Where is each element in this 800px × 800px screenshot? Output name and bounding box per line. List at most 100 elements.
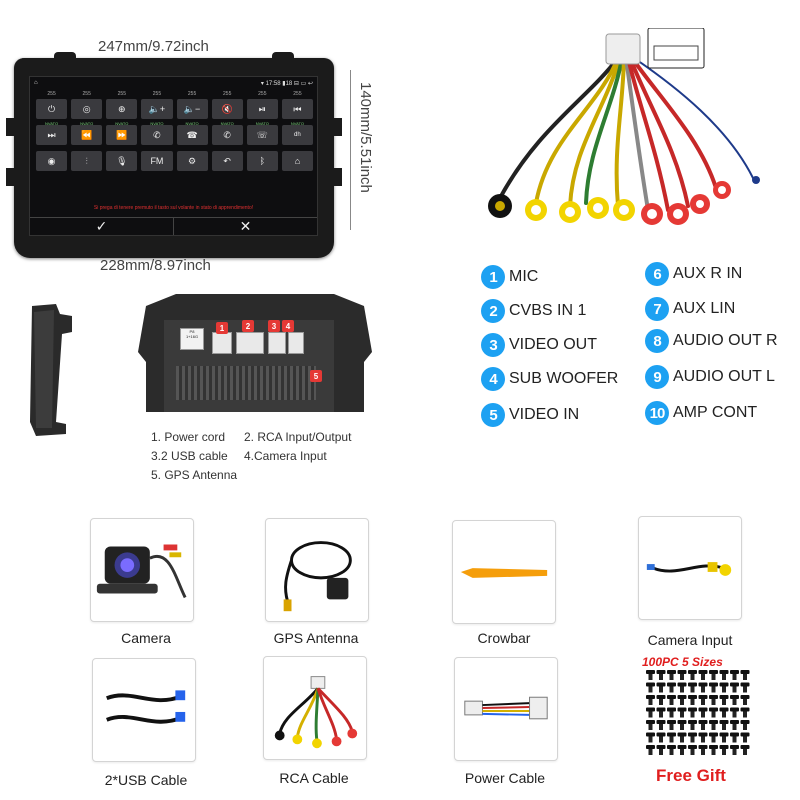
head-unit-screen: ⌂ ▾ 17:58 ▮18 ⊟ ▭ ↩ 255 255 255 255 255 … [29,76,318,236]
equalizer-icon[interactable]: ⫶ [71,151,103,171]
clip-icon [688,732,697,743]
status-time: 17:58 [265,80,281,87]
mount-tab-right-top [330,118,342,136]
row-label: NVATO [45,121,59,126]
callout-label: SUB WOOFER [509,370,619,387]
voice-icon[interactable]: ᵈʰ [281,125,313,145]
clip-icon [719,720,729,730]
callout-number: 7 [645,297,669,321]
clip-icon [667,732,676,743]
next-icon[interactable]: ⏭ [36,125,68,145]
status-battery: 18 [285,80,293,87]
button-number: 255 [187,91,197,97]
callout-video-in: 5 VIDEO IN [481,403,579,427]
call-end-icon[interactable]: ☏ [246,125,278,145]
callout-number: 3 [481,333,505,357]
callout-number: 2 [481,299,505,323]
status-bar: ⌂ ▾ 17:58 ▮18 ⊟ ▭ ↩ [34,80,313,87]
camera-input-cable-icon [646,562,732,576]
fm-button[interactable]: FM [141,151,173,171]
clip-icon [709,720,718,730]
clip-icon [688,745,697,755]
close-icon[interactable]: ✕ [174,217,317,235]
clip-icon [646,720,655,730]
clip-icon [677,670,687,680]
callout-label: VIDEO IN [509,406,580,423]
home-icon[interactable]: ⌂ [281,151,313,171]
card-power [454,657,558,761]
rewind-icon[interactable]: ⏪ [71,125,103,145]
dimension-width-bottom: 228mm/8.97inch [100,257,211,274]
check-icon[interactable]: ✓ [30,217,174,235]
clip-icon [656,745,666,755]
clip-icon [688,670,697,680]
usb-cable-icon [106,690,186,724]
back-icon[interactable]: ↶ [211,151,243,171]
card-crowbar [452,520,556,624]
row-label: NVATO [220,121,234,126]
forward-icon[interactable]: ⏩ [106,125,138,145]
home-status-icon: ⌂ [34,80,38,86]
play-pause-icon[interactable]: ⏯ [246,99,278,119]
caption-usb: 2*USB Cable [104,772,188,788]
mount-tab-right-bottom [330,168,342,186]
legend-camera: 4.Camera Input [244,449,327,463]
legend-rca: 2. RCA Input/Output [244,430,352,444]
clip-icon [740,707,750,718]
clip-icon [719,745,729,755]
clip-icon [656,695,666,705]
power-cable-icon [464,696,548,720]
clip-icon [730,732,739,743]
settings-icon[interactable]: ⚙ [176,151,208,171]
callout-label: VIDEO OUT [509,336,598,353]
port-power [212,332,232,354]
callout-video-out: 3 VIDEO OUT [481,333,597,357]
battery-icon: ▮ [282,80,286,87]
dimension-line-right [350,70,351,230]
callout-cvbs: 2 CVBS IN 1 [481,299,586,323]
callout-audio-out-l: 9 AUDIO OUT L [645,365,775,389]
clip-icon [688,682,697,693]
volume-up-icon[interactable]: 🔈+ [141,99,173,119]
port-usb [268,332,286,354]
clip-icon [730,745,739,755]
row-label: NVATO [115,121,129,126]
number-row: 255 255 255 255 255 255 255 255 [36,91,313,97]
callout-audio-out-r: 8 AUDIO OUT R [645,329,778,353]
clip-icon [646,732,655,743]
clip-icon [709,682,718,693]
call-icon[interactable]: ✆ [211,125,243,145]
phone-icon[interactable]: ✆ [141,125,173,145]
radio-icon[interactable]: ◉ [36,151,68,171]
clip-icon [646,707,655,718]
previous-icon[interactable]: ⏮ [281,99,313,119]
legend-usb: 3.2 USB cable [151,449,228,463]
button-number: 255 [223,91,232,97]
clip-icon [677,707,687,718]
bluetooth-icon[interactable]: ᛒ [246,151,278,171]
gps-icon[interactable]: ⊕ [106,99,138,119]
callout-number: 1 [481,265,505,289]
rear-housing-image [138,294,372,412]
dimension-height-right: 140mm/5.51inch [357,82,374,193]
clip-icon [677,695,687,705]
mic-icon[interactable]: 🎙 [106,151,138,171]
clip-icon [667,670,676,680]
clip-icon [740,682,750,693]
clip-icon [719,670,729,680]
gps-antenna-icon [283,541,352,612]
row-label: NVATO [80,121,94,126]
clip-icon [730,695,739,705]
power-icon[interactable]: ⏻ [36,99,68,119]
clip-icon [719,695,729,705]
clip-icon [730,720,739,730]
clip-icon [656,732,666,743]
caption-camera-input: Camera Input [647,632,733,648]
clip-icon [688,707,697,718]
marker-3: 3 [268,320,280,332]
hang-up-icon[interactable]: ☎ [176,125,208,145]
mute-icon[interactable]: 🔇 [211,99,243,119]
button-number: 255 [258,91,267,97]
volume-down-icon[interactable]: 🔈− [176,99,208,119]
source-icon[interactable]: ◎ [71,99,103,119]
